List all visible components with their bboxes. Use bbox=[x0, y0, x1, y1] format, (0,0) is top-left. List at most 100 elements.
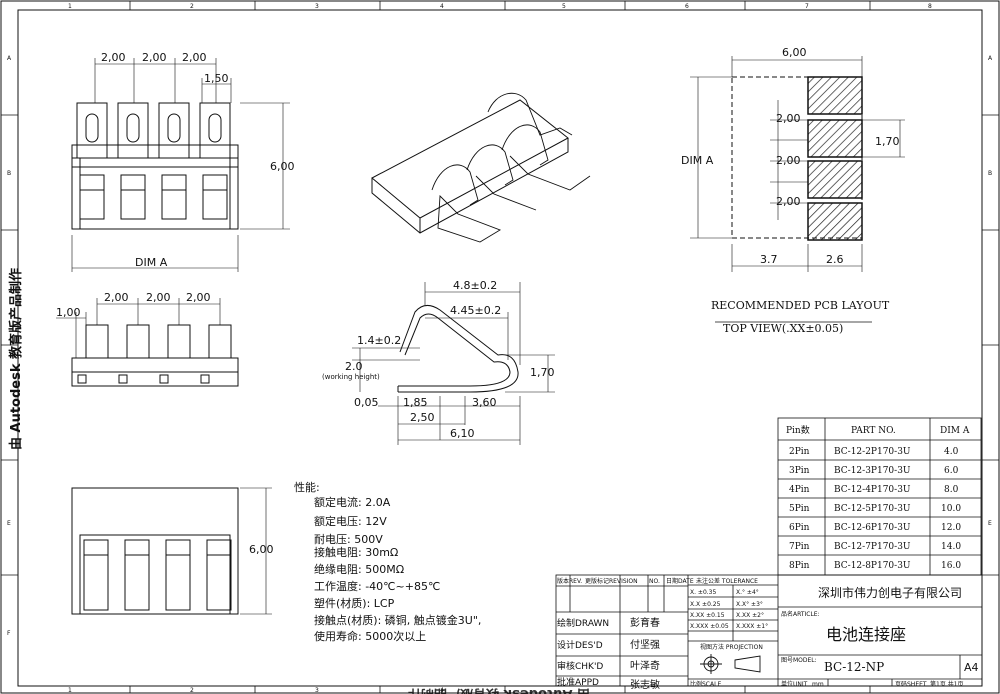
dim-pitch: 2,00 bbox=[186, 291, 211, 304]
approved-name: 张志敏 bbox=[630, 678, 660, 691]
pcb-captions: RECOMMENDED PCB LAYOUT TOP VIEW(.XX±0.05… bbox=[711, 299, 890, 335]
row-label: A bbox=[988, 55, 993, 62]
approved-label: 批准APPD bbox=[557, 676, 599, 688]
designed-label: 设计DES'D bbox=[557, 639, 603, 651]
dim-d1: 4.8±0.2 bbox=[453, 279, 497, 292]
row-label: B bbox=[7, 170, 11, 177]
pcb-layout bbox=[690, 56, 905, 323]
spec-line: 耐电压: 500V bbox=[314, 533, 383, 546]
article-name: 电池连接座 bbox=[826, 625, 906, 644]
dim-pitch: 2,00 bbox=[101, 51, 126, 64]
pcb-pad-height: 1,70 bbox=[875, 135, 900, 148]
spec-line: 工作温度: -40℃~+85℃ bbox=[314, 579, 440, 593]
dim-d6: 0,05 bbox=[354, 396, 379, 409]
tolerance-value: X.XXX ±1° bbox=[736, 623, 768, 630]
frame-row-labels: A B E F A B E bbox=[7, 55, 993, 637]
spec-line: 使用寿命: 5000次以上 bbox=[314, 629, 426, 643]
table-cell: 2Pin bbox=[789, 447, 810, 457]
col-label: 1 bbox=[68, 3, 72, 10]
checked-name: 叶泽奇 bbox=[630, 659, 660, 672]
table-cell: BC-12-8P170-3U bbox=[834, 561, 911, 571]
tolerance-value: X.° ±4° bbox=[736, 589, 759, 596]
title-block-text: 版本REV. 更版标记REVISION NO. 日期DATE 未注公差 TOLE… bbox=[557, 577, 979, 691]
table-cell: BC-12-7P170-3U bbox=[834, 542, 911, 552]
dim-d8: 3,60 bbox=[472, 396, 497, 409]
working-height-label: (working height) bbox=[322, 373, 380, 381]
title-block bbox=[555, 574, 983, 687]
pcb-dims: 6,00 1,70 2,00 2,00 2,00 DIM A 3.7 2.6 bbox=[681, 46, 900, 266]
company-name: 深圳市伟力创电子有限公司 bbox=[818, 585, 962, 600]
unit-label: 单位UNIT bbox=[781, 680, 808, 688]
col-label: 1 bbox=[68, 687, 72, 694]
table-cell: 7Pin bbox=[789, 542, 810, 552]
table-cell: BC-12-2P170-3U bbox=[834, 447, 911, 457]
col-label: 4 bbox=[440, 3, 444, 10]
pcb-width: 6,00 bbox=[782, 46, 807, 59]
row-label: E bbox=[7, 520, 11, 527]
dim-d10: 6,10 bbox=[450, 427, 475, 440]
table-cell: BC-12-3P170-3U bbox=[834, 466, 911, 476]
watermark-bottom: 由 Autodesk 教育版产品制作 bbox=[408, 686, 590, 694]
rev-header: 更版标记REVISION bbox=[585, 577, 638, 585]
projection-symbol-icon bbox=[700, 654, 761, 674]
spec-line: 塑件(材质): LCP bbox=[314, 596, 395, 610]
table-cell: 4.0 bbox=[944, 447, 959, 457]
pcb-pitch: 2,00 bbox=[776, 154, 801, 167]
pin-table-header: Pin数 bbox=[786, 424, 810, 436]
pin-table-header: DIM A bbox=[940, 426, 970, 436]
table-cell: 14.0 bbox=[941, 542, 961, 552]
rev-header: NO. bbox=[649, 578, 660, 585]
dim-d7: 1,85 bbox=[403, 396, 428, 409]
col-label: 2 bbox=[190, 3, 194, 10]
dim-pitch: 2,00 bbox=[142, 51, 167, 64]
table-cell: BC-12-4P170-3U bbox=[834, 485, 911, 495]
spec-line: 绝缘电阻: 500MΩ bbox=[314, 562, 404, 576]
pcb-left: 3.7 bbox=[760, 253, 778, 266]
dim-d2: 4.45±0.2 bbox=[450, 304, 501, 317]
tolerance-value: X.X° ±3° bbox=[736, 601, 763, 608]
projection-label: 视图方法 PROJECTION bbox=[700, 643, 763, 651]
unit-value: mm bbox=[812, 681, 824, 688]
top-view bbox=[71, 58, 290, 272]
col-label: 8 bbox=[928, 3, 932, 10]
table-cell: 4Pin bbox=[789, 485, 810, 495]
pcb-right: 2.6 bbox=[826, 253, 844, 266]
spec-line: 额定电流: 2.0A bbox=[314, 495, 391, 509]
table-cell: 8Pin bbox=[789, 561, 810, 571]
frame-col-labels: 1 2 3 4 5 6 7 8 1 2 3 4 bbox=[68, 3, 932, 694]
table-cell: BC-12-5P170-3U bbox=[834, 504, 911, 514]
specs: 性能: 额定电流: 2.0A 额定电压: 12V 耐电压: 500V 接触电阻:… bbox=[294, 480, 481, 643]
table-cell: 8.0 bbox=[944, 485, 959, 495]
isometric-view bbox=[371, 92, 591, 243]
spec-line: 额定电压: 12V bbox=[314, 514, 387, 528]
col-label: 7 bbox=[805, 3, 809, 10]
col-label: 4 bbox=[440, 687, 444, 694]
designed-name: 付坚强 bbox=[630, 638, 660, 651]
contact-detail bbox=[352, 282, 555, 445]
table-cell: 6Pin bbox=[789, 523, 810, 533]
row-label: B bbox=[988, 170, 992, 177]
article-label: 品名ARTICLE: bbox=[781, 610, 820, 618]
dim-pitch: 2,00 bbox=[146, 291, 171, 304]
row-label: A bbox=[7, 55, 12, 62]
col-label: 3 bbox=[315, 3, 319, 10]
pcb-caption-2: TOP VIEW(.XX±0.05) bbox=[723, 322, 843, 335]
table-cell: 10.0 bbox=[941, 504, 961, 514]
dim-height: 6,00 bbox=[270, 160, 295, 173]
model-number: BC-12-NP bbox=[824, 660, 884, 674]
drawn-name: 彭育春 bbox=[630, 616, 660, 629]
model-label: 图号MODEL: bbox=[781, 657, 817, 664]
dim-a: DIM A bbox=[135, 256, 168, 269]
table-cell: 12.0 bbox=[941, 523, 961, 533]
rev-header: 日期DATE bbox=[666, 577, 694, 585]
dim-d4: 2.0 bbox=[345, 360, 363, 373]
col-label: 2 bbox=[190, 687, 194, 694]
scale-label: 比例SCALE bbox=[690, 680, 721, 688]
watermark-left: 由 Autodesk 教育版产品制作 bbox=[8, 268, 24, 450]
bottom-view bbox=[71, 487, 272, 615]
sheet-label: 页码SHEET bbox=[895, 680, 927, 688]
row-label: F bbox=[7, 630, 11, 637]
rev-header: 版本REV. bbox=[557, 577, 582, 585]
